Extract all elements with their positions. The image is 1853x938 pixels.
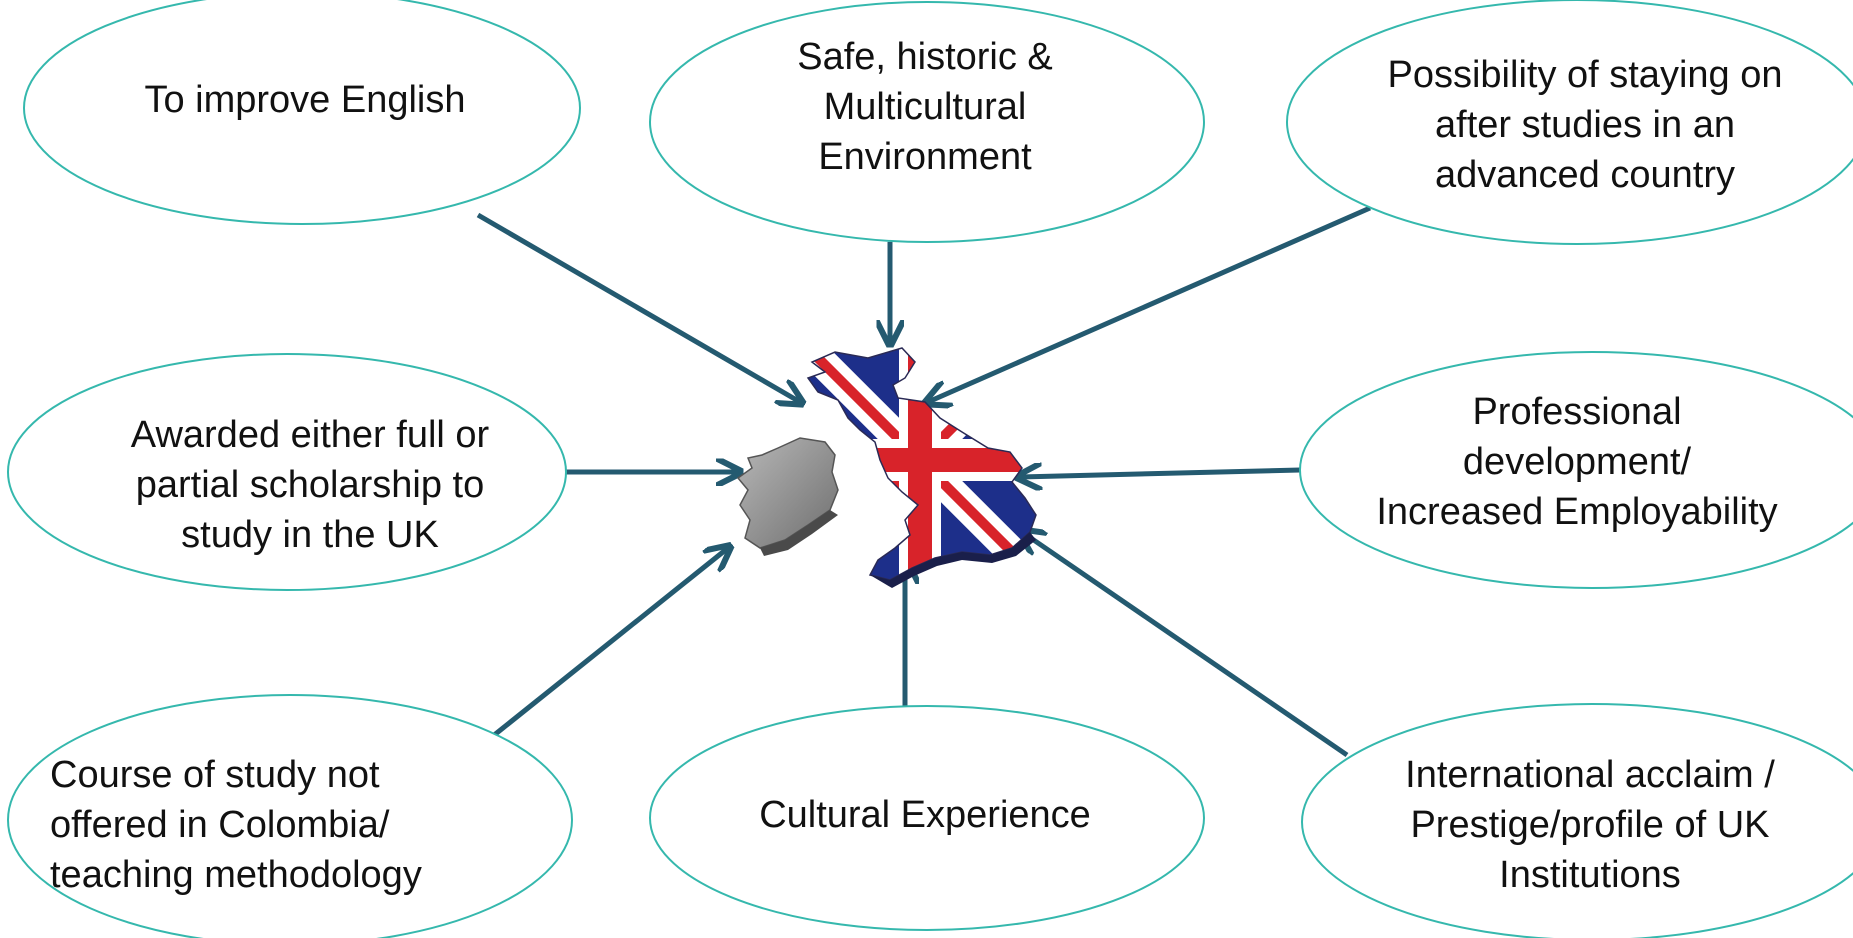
ellipse-safe-historic — [649, 1, 1205, 243]
ellipse-cultural — [649, 705, 1205, 931]
arrows — [476, 205, 1372, 758]
node-safe-historic: Safe, historic & Multicultural Environme… — [797, 35, 1053, 179]
ellipse-course-not-offered — [7, 694, 573, 938]
node-international: International acclaim / Prestige/profile… — [1405, 753, 1775, 897]
ellipse-improve-english — [23, 0, 581, 225]
arrow-professional — [1020, 470, 1301, 477]
ireland-shape — [736, 437, 839, 549]
arrow-international — [1022, 532, 1349, 758]
arrow-staying-on — [928, 205, 1372, 402]
ellipse-international — [1301, 703, 1853, 938]
ellipse-professional — [1299, 351, 1853, 589]
node-course-not-offered: Course of study not offered in Colombia/… — [50, 753, 422, 897]
node-cultural: Cultural Experience — [759, 793, 1091, 836]
ellipses — [7, 0, 1853, 938]
node-professional: Professional development/ Increased Empl… — [1376, 390, 1778, 534]
ellipse-staying-on — [1286, 0, 1853, 245]
node-improve-english: To improve English — [144, 78, 466, 121]
arrow-course-not-offered — [486, 548, 728, 742]
ellipse-scholarship — [7, 353, 567, 591]
arrow-improve-english — [476, 212, 800, 402]
node-staying-on: Possibility of staying on after studies … — [1387, 53, 1783, 197]
node-scholarship: Awarded either full or partial scholarsh… — [130, 413, 490, 557]
